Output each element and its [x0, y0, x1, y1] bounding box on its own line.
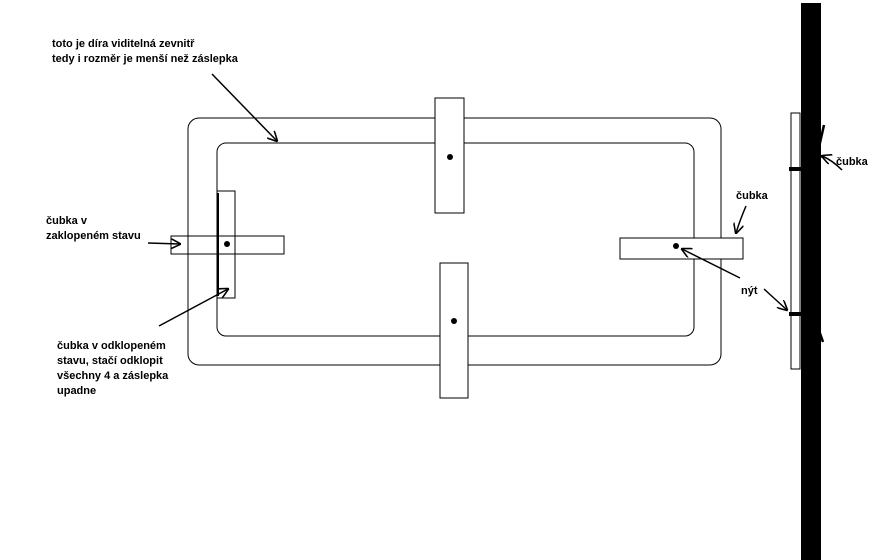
label-side-latch: čubka [836, 156, 868, 168]
side-latch-top-rod [804, 124, 826, 206]
label-hole: toto je díra viditelná zevnitř tedy i ro… [52, 38, 238, 65]
latch-bottom [439, 262, 469, 399]
pointer-rivet [682, 249, 741, 279]
label-latch-open: čubka v odklopeném stavu, stačí odklopit… [57, 340, 169, 397]
rivet-top [447, 154, 453, 160]
label-latch-closed: čubka v zaklopeném stavu [46, 215, 141, 242]
side-view-plate [790, 112, 801, 370]
rivet-left [224, 241, 230, 247]
pointer-latch-open [158, 289, 228, 327]
pointer-side-rivet [763, 288, 787, 310]
side-view-wall [801, 3, 821, 560]
pointer-hole [211, 73, 277, 141]
label-rivet: nýt [741, 285, 758, 297]
pointer-latch-right [736, 205, 747, 233]
pointer-latch-closed [147, 243, 180, 244]
pointer-side-latch [822, 156, 843, 171]
label-latch-right: čubka [736, 190, 768, 202]
latch-right [619, 237, 744, 260]
side-latch-bottom-rod [802, 286, 825, 343]
rivet-bottom [451, 318, 457, 324]
rivet-right [673, 243, 679, 249]
